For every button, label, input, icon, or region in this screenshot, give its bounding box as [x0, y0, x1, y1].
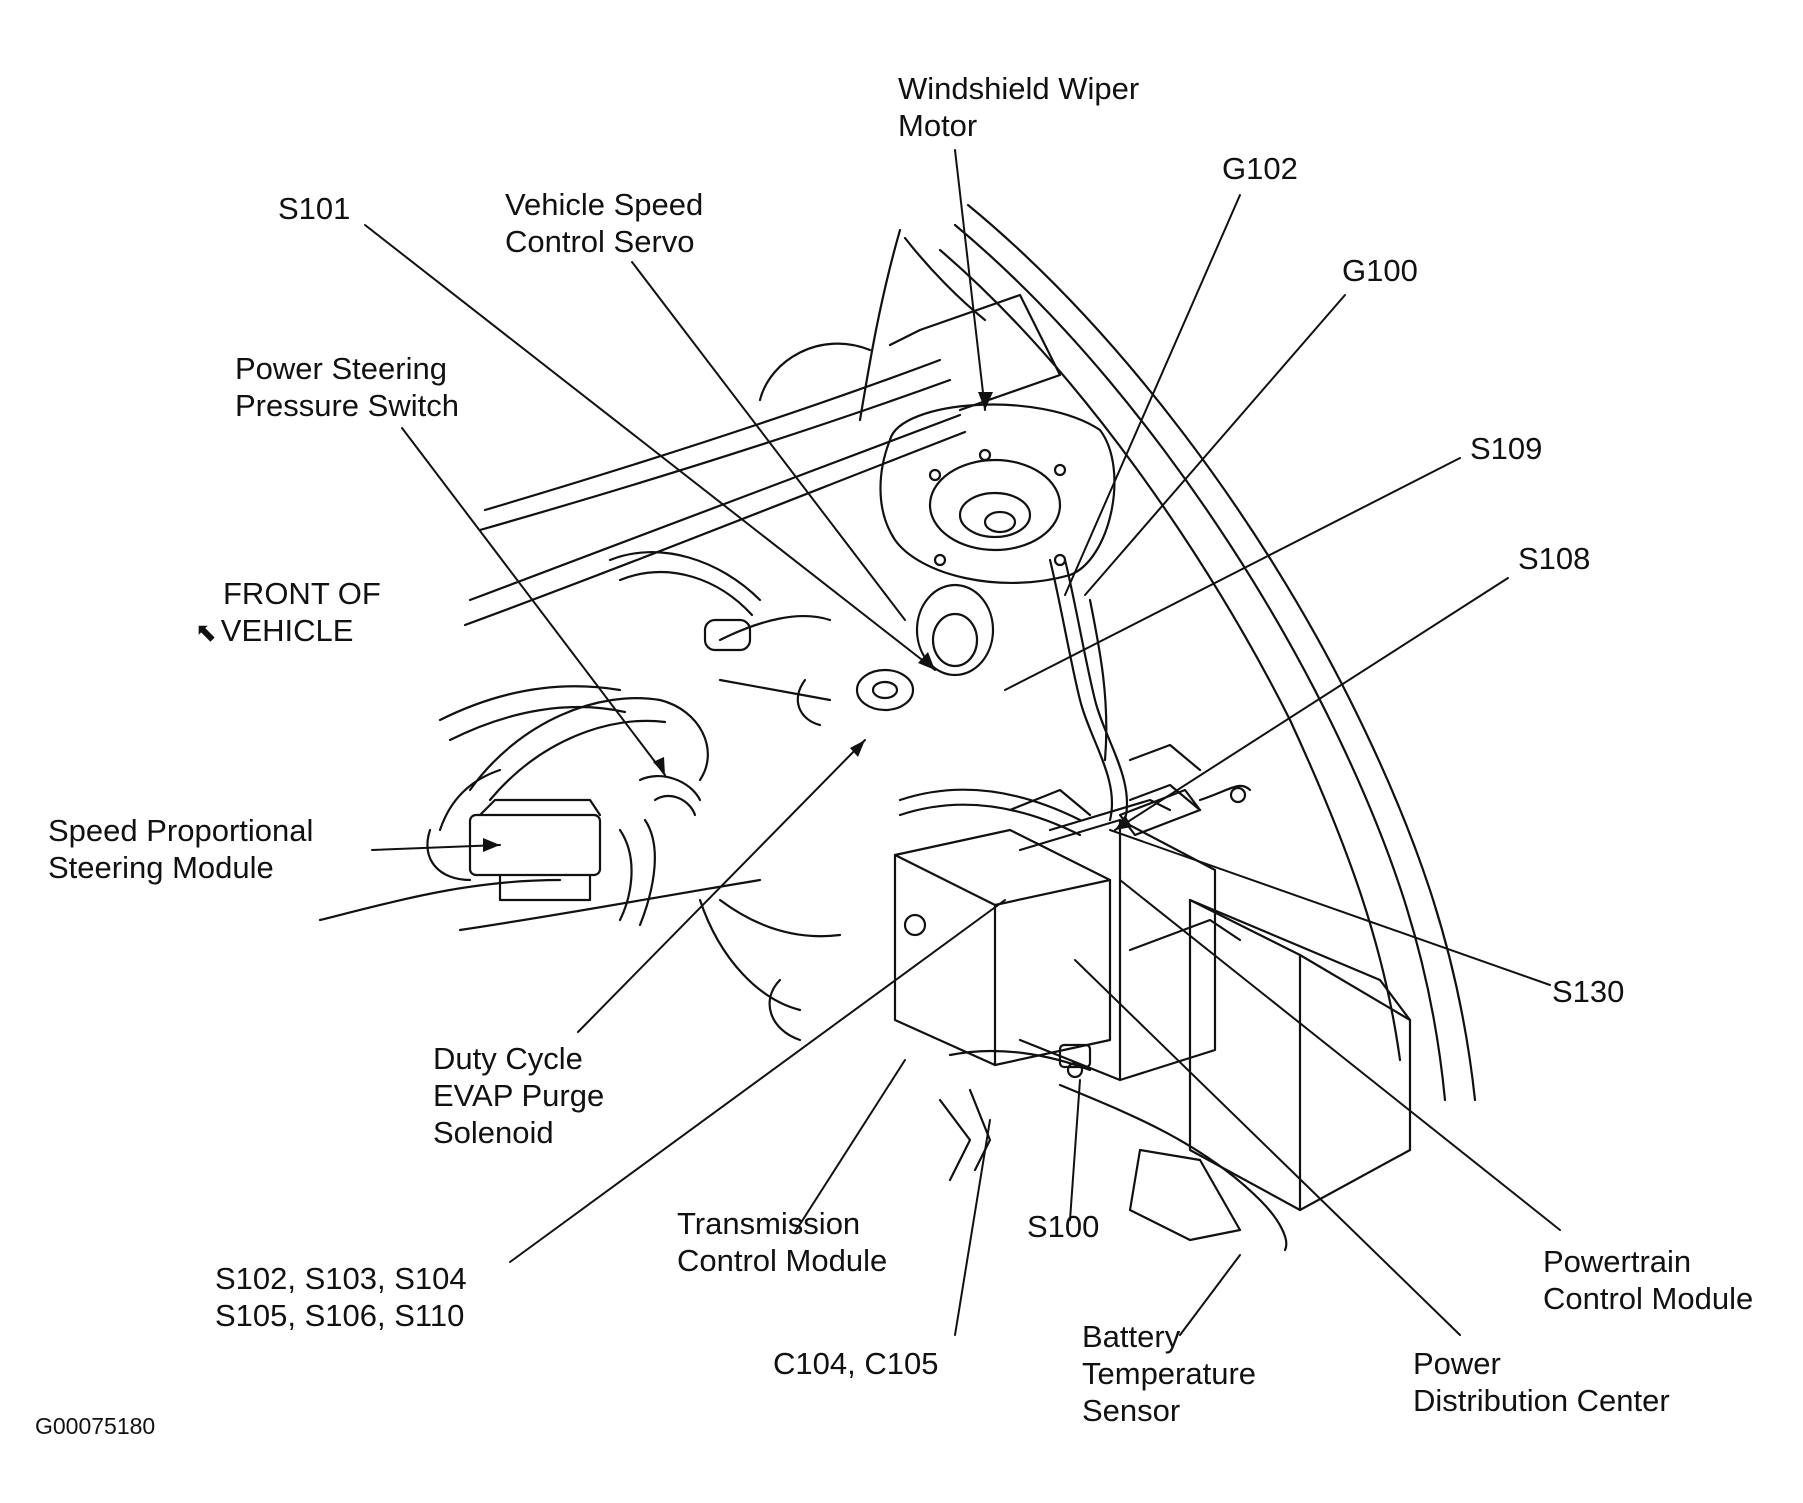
label-s108: S108	[1518, 541, 1591, 576]
leader-arrowheads	[483, 392, 1132, 852]
cowl-rails	[463, 228, 1062, 627]
label-speed-proportional-steering-module: Speed Proportional Steering Module	[48, 813, 314, 885]
orientation-label: FRONT OF ⬉VEHICLE	[195, 575, 381, 651]
module-boxes	[893, 743, 1412, 1242]
label-s101: S101	[278, 191, 351, 226]
label-g100: G100	[1342, 253, 1418, 288]
strut-tower	[879, 403, 1116, 585]
label-powertrain-control-module: Powertrain Control Module	[1543, 1244, 1754, 1316]
center-components	[703, 583, 995, 727]
label-duty-cycle-evap-purge-solenoid: Duty Cycle EVAP Purge Solenoid	[433, 1041, 605, 1150]
label-s130: S130	[1552, 974, 1625, 1009]
label-battery-temperature-sensor: Battery Temperature Sensor	[1082, 1319, 1257, 1428]
label-power-distribution-center: Power Distribution Center	[1413, 1346, 1670, 1418]
label-power-steering-pressure-switch: Power Steering Pressure Switch	[235, 351, 459, 423]
leader-lines	[364, 149, 1561, 1336]
label-transmission-control-module: Transmission Control Module	[677, 1206, 888, 1278]
front-structure	[438, 685, 842, 1042]
label-windshield-wiper-motor: Windshield Wiper Motor	[898, 71, 1140, 143]
steering-module-cluster	[318, 775, 762, 932]
label-c104-c105: C104, C105	[773, 1346, 939, 1381]
label-splices-s102-s110: S102, S103, S104 S105, S106, S110	[215, 1261, 467, 1333]
label-vehicle-speed-control-servo: Vehicle Speed Control Servo	[505, 187, 704, 259]
label-s109: S109	[1470, 431, 1543, 466]
label-s100: S100	[1027, 1209, 1100, 1244]
connector-s108	[1118, 784, 1252, 837]
label-g102: G102	[1222, 151, 1298, 186]
arrow-up-left-icon: ⬉	[195, 617, 217, 647]
figure-code: G00075180	[35, 1413, 156, 1439]
